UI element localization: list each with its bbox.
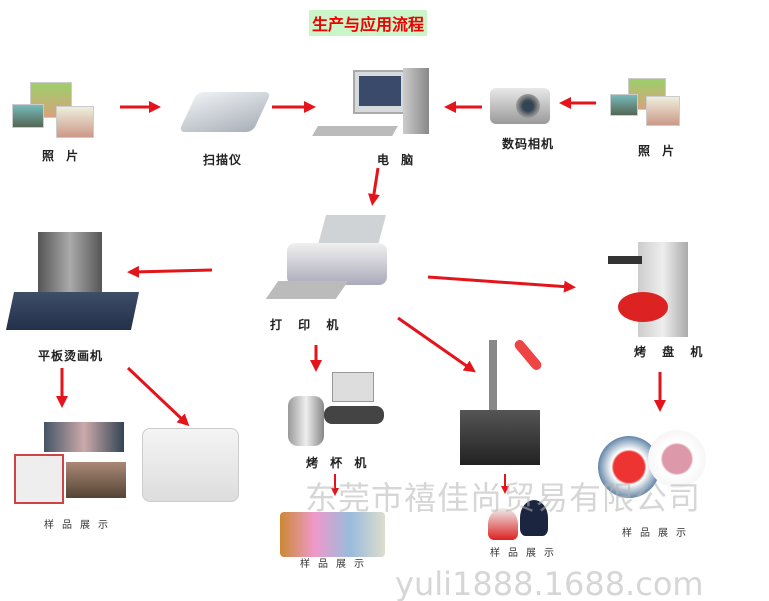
sample-photos-image bbox=[14, 422, 134, 504]
sample-tshirts-image bbox=[142, 428, 239, 502]
cap-press-image bbox=[455, 337, 550, 468]
arrow bbox=[126, 366, 190, 427]
label-camera: 数码相机 bbox=[502, 137, 555, 151]
sample-mugs-image bbox=[280, 512, 385, 557]
photo-right-image bbox=[610, 78, 680, 128]
diagram-title: 生产与应用流程 bbox=[309, 10, 428, 36]
computer-image bbox=[312, 68, 430, 140]
camera-image bbox=[490, 88, 550, 124]
flat-heat-press-image bbox=[5, 232, 140, 337]
photo-left-image bbox=[12, 82, 94, 138]
label-mug-press: 烤 杯 机 bbox=[306, 456, 371, 470]
arrow bbox=[367, 167, 380, 206]
plate-press-image bbox=[608, 242, 693, 342]
arrow bbox=[397, 316, 476, 373]
watermark-company: 东莞市禧佳尚贸易有限公司 bbox=[305, 479, 702, 517]
label-printer: 打 印 机 bbox=[270, 318, 345, 332]
label-samples-1: 样品展示 bbox=[44, 520, 116, 531]
label-samples-2: 样品展示 bbox=[300, 559, 372, 570]
label-photo-left: 照 片 bbox=[42, 149, 83, 163]
label-samples-3: 样品展示 bbox=[490, 548, 562, 559]
label-flat-press: 平板烫画机 bbox=[38, 349, 104, 363]
sample-plates-image bbox=[598, 430, 708, 500]
label-samples-4: 样品展示 bbox=[622, 528, 694, 539]
label-photo-right: 照 片 bbox=[638, 144, 679, 158]
label-plate-press: 烤 盘 机 bbox=[634, 345, 709, 359]
arrow bbox=[427, 275, 576, 293]
arrow bbox=[127, 265, 213, 278]
mug-press-image bbox=[288, 372, 388, 452]
label-computer: 电 脑 bbox=[377, 153, 418, 167]
watermark-site: yuli1888.1688.com bbox=[395, 565, 704, 601]
sample-caps-image bbox=[488, 500, 548, 542]
printer-image bbox=[265, 215, 402, 305]
label-scanner: 扫描仪 bbox=[203, 153, 243, 167]
